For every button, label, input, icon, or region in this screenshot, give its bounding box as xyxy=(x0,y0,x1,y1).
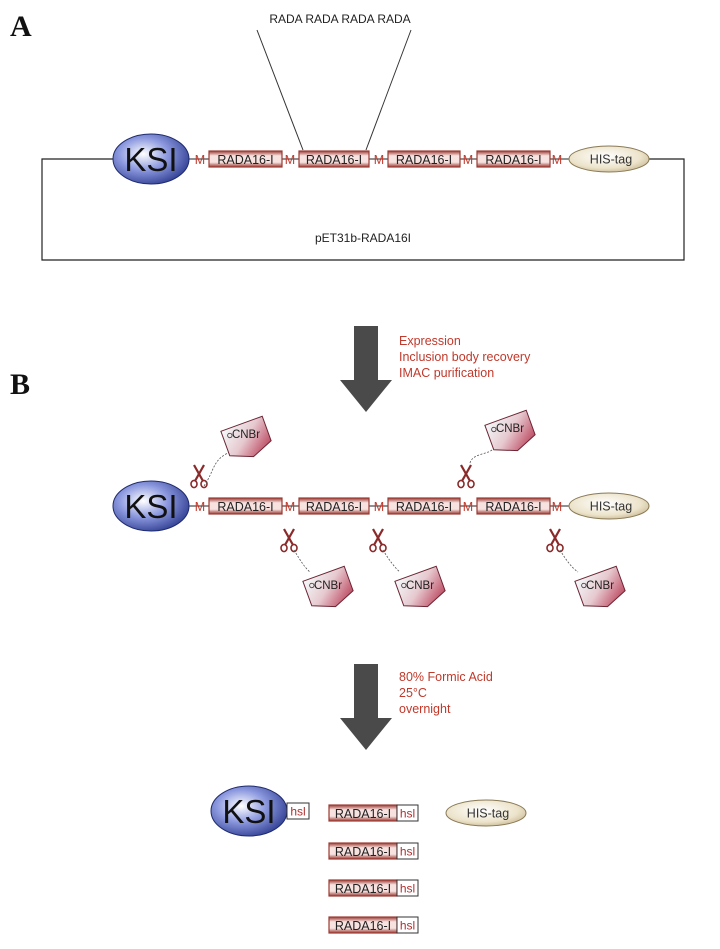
linker-m-a4: M xyxy=(463,153,473,167)
his-tag-label-product: HIS-tag xyxy=(467,807,509,821)
linker-m-a3: M xyxy=(374,153,384,167)
process-arrow-1-head xyxy=(340,380,392,412)
cnbr-tether xyxy=(559,549,579,573)
cnbr-tether xyxy=(203,451,231,487)
ksi-label-a: KSI xyxy=(124,141,177,178)
his-tag-ellipse-b xyxy=(568,492,650,520)
product-row-4: RADA16-I hsl xyxy=(328,916,419,934)
cnbr-tether xyxy=(293,549,311,573)
segment-box-a3 xyxy=(387,150,461,168)
repeat-label: RADA RADA RADA RADA xyxy=(269,12,410,26)
product-hsl-box xyxy=(396,842,419,860)
cnbr-tag xyxy=(484,409,536,452)
hsl-box-ksi xyxy=(286,802,310,820)
step2-line-2: 25°C xyxy=(399,686,427,700)
segment-label-a2: RADA16-I xyxy=(306,153,362,167)
cnbr-label-2: CNBr xyxy=(496,423,524,435)
linker-m-a5: M xyxy=(552,153,562,167)
cnbr-cut-site-4: CNBr xyxy=(368,527,446,608)
cnbr-cut-site-3: CNBr xyxy=(279,527,354,608)
product-hsl-label-3: hsl xyxy=(400,882,415,896)
plasmid-label: pET31b-RADA16I xyxy=(315,231,411,245)
segment-box-a4 xyxy=(476,150,551,168)
segment-label-b3: RADA16-I xyxy=(396,500,452,514)
product-row-2: RADA16-I hsl xyxy=(328,842,419,860)
process-arrow-1-shaft xyxy=(354,326,378,382)
product-segment-label-3: RADA16-I xyxy=(335,882,391,896)
cnbr-cut-site-2: CNBr xyxy=(456,409,536,489)
cnbr-tether xyxy=(469,446,495,464)
cnbr-cut-site-1: CNBr xyxy=(189,415,272,489)
panel-label-b: B xyxy=(10,368,30,401)
segment-label-b4: RADA16-I xyxy=(485,500,541,514)
segment-label-a4: RADA16-I xyxy=(485,153,541,167)
cnbr-label-4: CNBr xyxy=(406,580,434,592)
ksi-label-product: KSI xyxy=(222,793,275,830)
his-tag-ellipse-a xyxy=(568,145,650,173)
segment-box-b4 xyxy=(476,497,551,515)
cnbr-label-5: CNBr xyxy=(586,580,614,592)
linker-m-a2: M xyxy=(285,153,295,167)
cnbr-label-3: CNBr xyxy=(314,580,342,592)
panel-label-a: A xyxy=(10,10,32,43)
process-arrow-2-shaft xyxy=(354,664,378,720)
product-segment-label-4: RADA16-I xyxy=(335,919,391,933)
zoom-line-left xyxy=(256,29,304,151)
segment-box-b3 xyxy=(387,497,461,515)
product-segment-label-1: RADA16-I xyxy=(335,807,391,821)
cnbr-tag xyxy=(220,415,272,458)
product-hsl-label-4: hsl xyxy=(400,919,415,933)
step1-line-1: Expression xyxy=(399,334,461,348)
product-hsl-box xyxy=(396,804,419,822)
hsl-label-ksi: hsl xyxy=(290,805,305,819)
linker-m-b5: M xyxy=(552,500,562,514)
scissors-icon xyxy=(368,527,388,553)
his-tag-ellipse-product xyxy=(445,799,527,827)
zoom-line-right xyxy=(365,29,412,151)
scissors-icon xyxy=(545,527,565,553)
linker-m-b1: M xyxy=(195,500,205,514)
product-hsl-box xyxy=(396,916,419,934)
his-tag-label-a: HIS-tag xyxy=(590,153,632,167)
linker-m-b2: M xyxy=(285,500,295,514)
scissors-icon xyxy=(279,527,299,553)
ksi-ellipse-b xyxy=(112,480,190,532)
product-hsl-label-2: hsl xyxy=(400,845,415,859)
linker-m-b3: M xyxy=(374,500,384,514)
cnbr-tether xyxy=(382,549,401,573)
product-row-3: RADA16-I hsl xyxy=(328,879,419,897)
scissors-icon xyxy=(456,463,476,489)
step1-line-2: Inclusion body recovery xyxy=(399,350,531,364)
linker-m-b4: M xyxy=(463,500,473,514)
product-hsl-box xyxy=(396,879,419,897)
segment-label-a1: RADA16-I xyxy=(217,153,273,167)
his-tag-label-b: HIS-tag xyxy=(590,500,632,514)
cnbr-label-1: CNBr xyxy=(232,429,260,441)
product-segment-label-2: RADA16-I xyxy=(335,845,391,859)
segment-label-a3: RADA16-I xyxy=(396,153,452,167)
ksi-label-b: KSI xyxy=(124,488,177,525)
step2-line-1: 80% Formic Acid xyxy=(399,670,493,684)
plasmid-loop xyxy=(41,158,685,261)
step2-line-3: overnight xyxy=(399,702,451,716)
product-row-1: RADA16-I hsl xyxy=(328,804,419,822)
ksi-ellipse-a xyxy=(112,133,190,185)
segment-label-b1: RADA16-I xyxy=(217,500,273,514)
cnbr-tag xyxy=(302,565,354,608)
cnbr-cut-site-5: CNBr xyxy=(545,527,626,608)
segment-box-b1 xyxy=(208,497,283,515)
process-arrow-2-head xyxy=(340,718,392,750)
segment-box-a2 xyxy=(298,150,370,168)
scissors-icon xyxy=(189,463,209,489)
linker-m-a1: M xyxy=(195,153,205,167)
segment-box-a1 xyxy=(208,150,283,168)
cnbr-tag xyxy=(574,565,626,608)
segment-box-b2 xyxy=(298,497,370,515)
cnbr-tag xyxy=(394,565,446,608)
step1-line-3: IMAC purification xyxy=(399,366,494,380)
segment-label-b2: RADA16-I xyxy=(306,500,362,514)
product-hsl-label-1: hsl xyxy=(400,807,415,821)
